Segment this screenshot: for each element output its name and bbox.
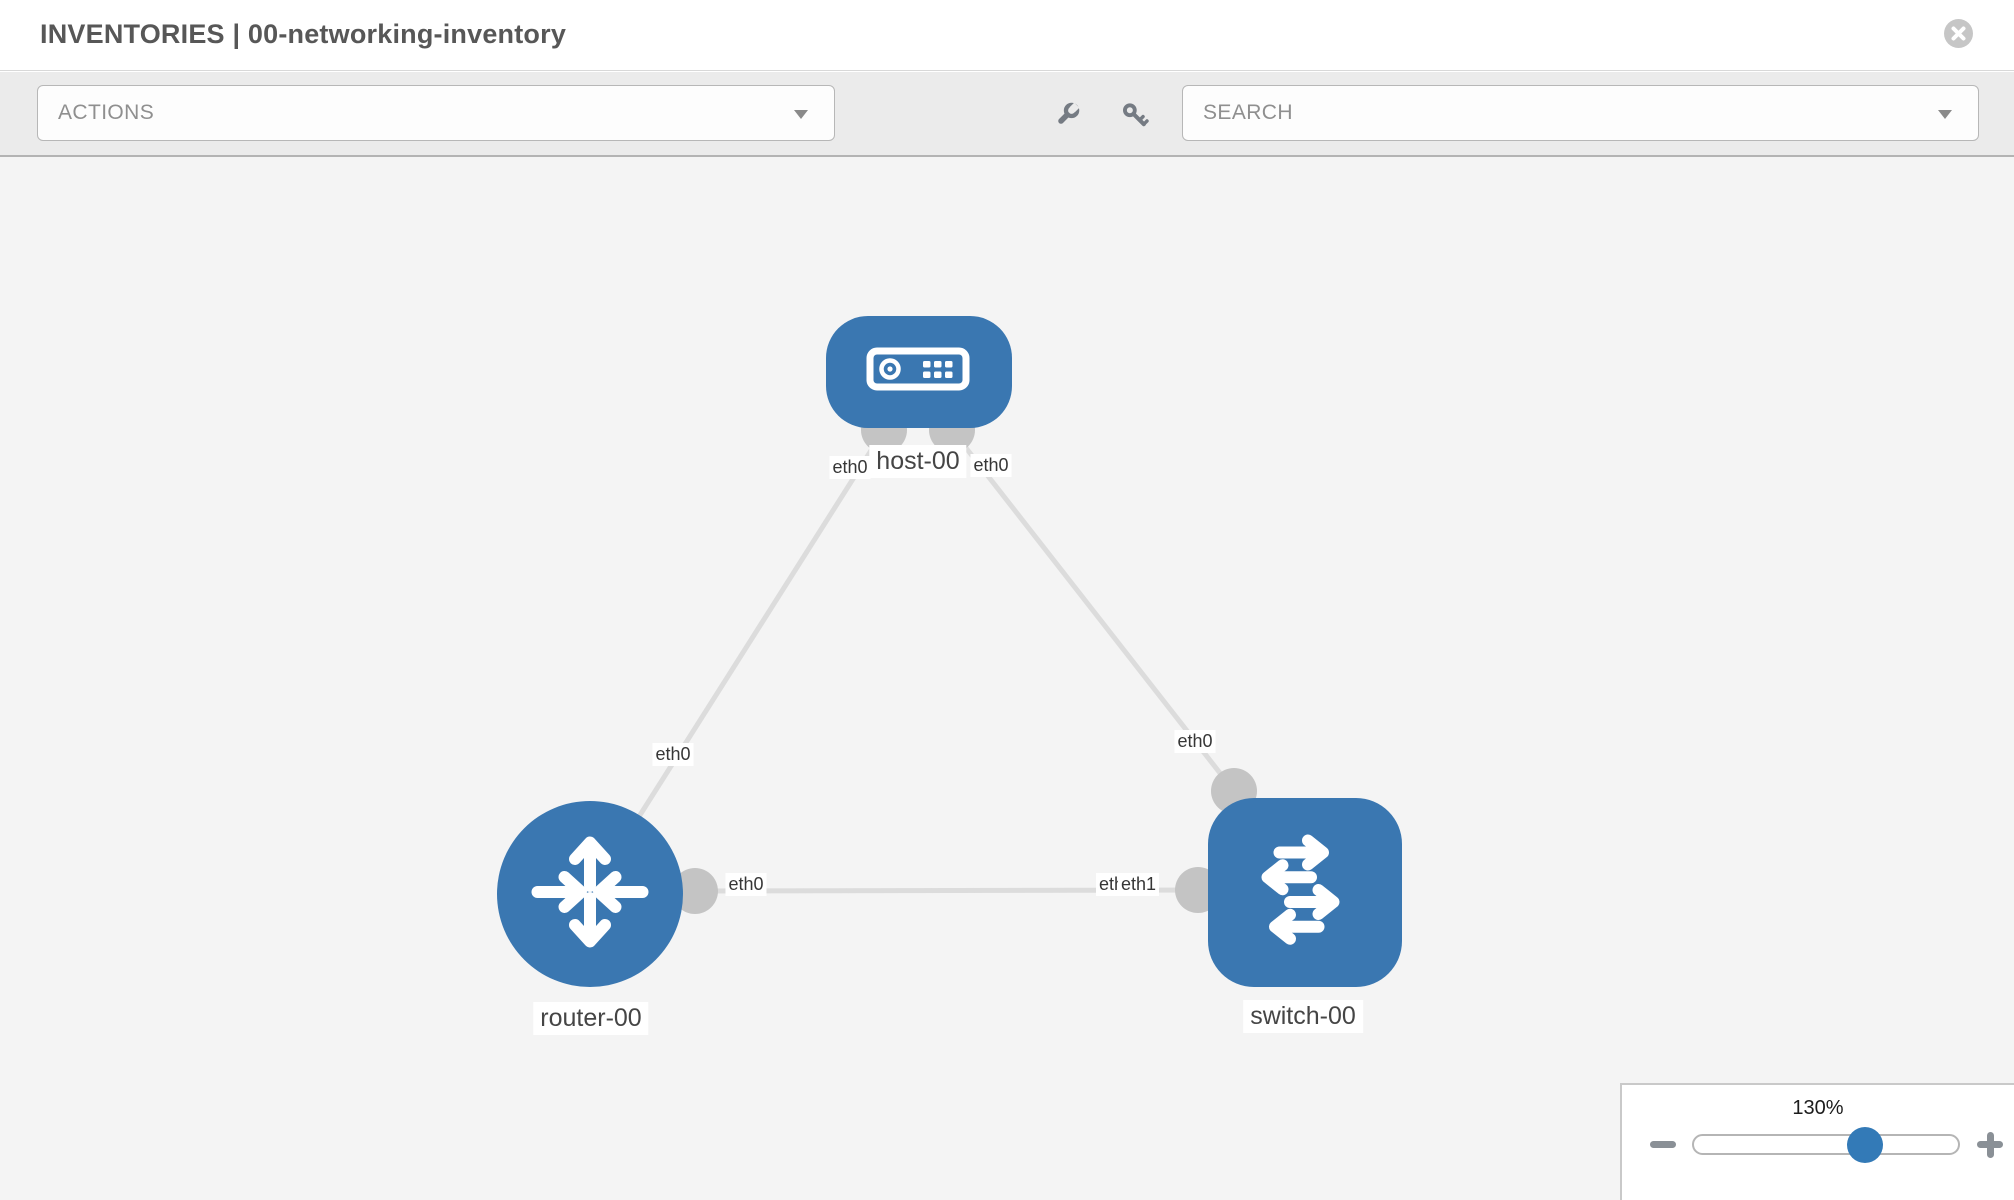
iface-label-switch-eth1: eth1 <box>1118 873 1160 896</box>
iface-label-switch-eth0: eth0 <box>1174 730 1216 753</box>
minus-icon <box>1650 1141 1676 1148</box>
actions-dropdown[interactable]: ACTIONS <box>37 85 835 141</box>
iface-label-router-eth0: eth0 <box>725 873 767 896</box>
router-icon <box>515 817 665 972</box>
zoom-slider[interactable] <box>1692 1127 1960 1163</box>
wrench-icon <box>1052 102 1082 134</box>
zoom-panel: 130% <box>1620 1083 2014 1200</box>
switch-icon <box>1230 815 1380 970</box>
iface-label-host-eth0b: eth0 <box>970 454 1012 477</box>
node-router-00[interactable] <box>497 801 683 987</box>
plus-icon <box>1986 1131 1994 1158</box>
topology-canvas[interactable]: host-00 router-00 switch-00 eth0 eth0 et… <box>0 157 2014 1200</box>
zoom-out-button[interactable] <box>1644 1131 1682 1159</box>
credentials-key-button[interactable] <box>1120 100 1150 130</box>
chevron-down-icon <box>1938 110 1952 119</box>
iface-label-router-uplink: eth0 <box>652 743 694 766</box>
page-header: INVENTORIES | 00-networking-inventory <box>0 0 2014 71</box>
iface-label-host-eth0: eth0 <box>829 456 871 479</box>
zoom-level-value: 130% <box>1792 1097 1844 1119</box>
zoom-in-button[interactable] <box>1971 1127 2009 1163</box>
node-switch-00[interactable] <box>1208 798 1402 987</box>
port-router-eth0[interactable] <box>672 868 718 914</box>
page-title: INVENTORIES | 00-networking-inventory <box>40 19 567 49</box>
toolbar: ACTIONS <box>0 72 2014 157</box>
node-host-00[interactable] <box>826 316 1012 428</box>
node-label-switch: switch-00 <box>1243 1000 1363 1033</box>
zoom-slider-handle[interactable] <box>1847 1127 1883 1163</box>
key-icon <box>1120 103 1150 134</box>
node-label-host: host-00 <box>869 445 967 478</box>
node-label-router: router-00 <box>533 1002 649 1035</box>
adhoc-wrench-button[interactable] <box>1052 100 1082 130</box>
search-dropdown[interactable]: SEARCH <box>1182 85 1979 141</box>
close-icon <box>1944 26 1973 52</box>
actions-dropdown-label: ACTIONS <box>58 101 155 124</box>
search-dropdown-label: SEARCH <box>1203 101 1293 124</box>
host-icon <box>826 314 1012 431</box>
close-button[interactable] <box>1944 19 1973 48</box>
chevron-down-icon <box>794 110 808 119</box>
